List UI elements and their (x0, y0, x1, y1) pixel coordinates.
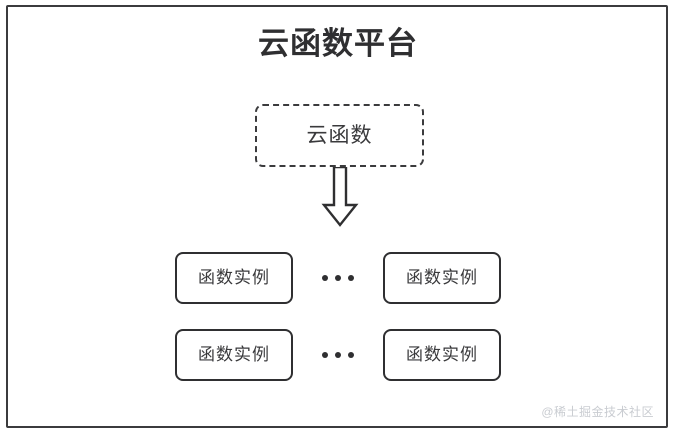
function-instance-box[interactable]: 函数实例 (175, 252, 293, 304)
instance-row-2: 函数实例 函数实例 (0, 329, 676, 381)
ellipsis-dot (348, 352, 354, 358)
function-instance-box[interactable]: 函数实例 (175, 329, 293, 381)
page-title: 云函数平台 (258, 26, 418, 61)
ellipsis-dot (322, 275, 328, 281)
row-ellipsis (293, 329, 383, 381)
ellipsis-dot (322, 352, 328, 358)
function-instance-box[interactable]: 函数实例 (383, 252, 501, 304)
function-instance-label: 函数实例 (198, 345, 270, 364)
instance-row-1: 函数实例 函数实例 (0, 252, 676, 304)
watermark: @稀土掘金技术社区 (541, 405, 654, 419)
down-arrow-icon (320, 167, 360, 229)
function-instance-box[interactable]: 函数实例 (383, 329, 501, 381)
function-instance-label: 函数实例 (198, 268, 270, 287)
cloud-function-node[interactable]: 云函数 (255, 104, 424, 167)
ellipsis-dot (348, 275, 354, 281)
function-instance-label: 函数实例 (406, 345, 478, 364)
ellipsis-dot (335, 352, 341, 358)
ellipsis-dot (335, 275, 341, 281)
function-instance-label: 函数实例 (406, 268, 478, 287)
cloud-function-label: 云函数 (306, 123, 373, 147)
row-ellipsis (293, 252, 383, 304)
